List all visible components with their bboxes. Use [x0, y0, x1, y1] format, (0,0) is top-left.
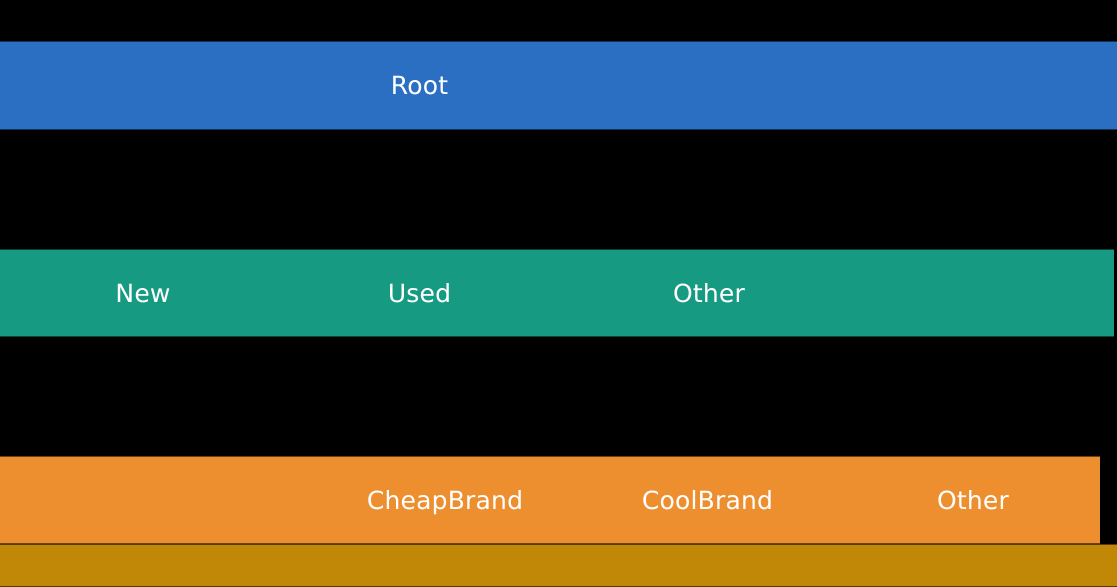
chart-segment-blank[interactable]: [243, 249, 319, 337]
chart-segment-used[interactable]: Used: [319, 249, 520, 337]
chart-segment-other[interactable]: Other: [872, 456, 1074, 544]
chart-segment-blank[interactable]: [546, 456, 608, 544]
chart-segment-blank[interactable]: [810, 249, 1114, 337]
chart-segment-new[interactable]: New: [43, 249, 243, 337]
chart-segment-coolbrand[interactable]: CoolBrand: [608, 456, 807, 544]
chart-level-brand-level: CheapBrand CoolBrand Other: [0, 456, 1117, 544]
chart-segment-label: New: [115, 278, 171, 308]
chart-segment-label: CheapBrand: [366, 485, 524, 515]
chart-segment-blank[interactable]: [807, 456, 872, 544]
chart-segment-label: Other: [937, 485, 1009, 515]
chart-segment-label: Root: [390, 71, 449, 100]
chart-segment-blank[interactable]: [0, 41, 319, 130]
chart-segment-other[interactable]: Other: [608, 249, 810, 337]
chart-segment-cheapbrand[interactable]: CheapBrand: [344, 456, 546, 544]
chart-segment-blank[interactable]: [520, 41, 1117, 130]
chart-level-category-level: New Used Other: [0, 249, 1117, 337]
chart-segment-label: Used: [387, 278, 452, 308]
chart-level-leaf-level: [0, 544, 1117, 587]
chart-level-root-level: Root: [0, 41, 1117, 130]
chart-segment-blank[interactable]: [520, 249, 608, 337]
chart-segment-label: CoolBrand: [641, 485, 774, 515]
chart-segment-blank[interactable]: [0, 544, 1117, 587]
chart-segment-blank[interactable]: [1074, 456, 1100, 544]
chart-segment-root[interactable]: Root: [319, 41, 520, 130]
chart-segment-blank[interactable]: [0, 249, 43, 337]
chart-segment-label: Other: [673, 278, 745, 308]
chart-segment-blank[interactable]: [0, 456, 344, 544]
